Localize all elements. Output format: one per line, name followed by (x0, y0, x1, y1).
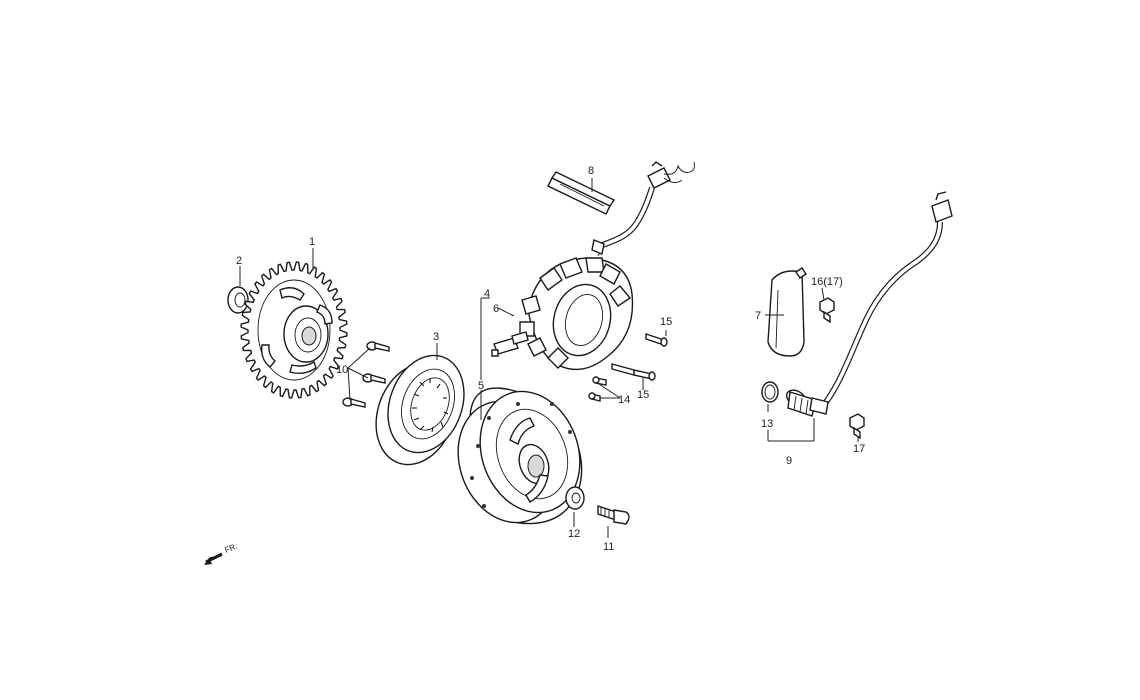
part-13-o-ring (761, 381, 779, 403)
callout-3: 3 (433, 331, 439, 343)
stator-wire-harness (591, 161, 695, 255)
part-5-flywheel (457, 387, 583, 525)
callout-labels: 1 2 3 4 5 6 7 8 9 10 11 12 13 14 15 15 1… (236, 165, 865, 553)
callout-12: 12 (568, 528, 580, 540)
callout-16: 16(17) (811, 276, 843, 288)
part-2-washer (227, 286, 249, 314)
part-11-flange-bolt (597, 505, 630, 525)
part-1-driven-gear (240, 261, 348, 399)
callout-5: 5 (478, 380, 484, 392)
part-8-grommet (547, 171, 616, 215)
callout-10: 10 (336, 364, 348, 376)
part-14-screws (588, 376, 607, 402)
callout-1: 1 (309, 236, 315, 248)
callout-13: 13 (761, 418, 773, 430)
part-15-screw-upper (645, 333, 668, 347)
callout-9: 9 (786, 455, 792, 467)
front-direction-indicator: FR. (204, 542, 239, 565)
callout-15-lower: 15 (637, 389, 649, 401)
callout-11: 11 (603, 541, 614, 553)
part-9-pulse-generator (785, 191, 953, 417)
part-12-washer (565, 486, 585, 510)
callout-17: 17 (853, 443, 865, 455)
callout-14: 14 (618, 394, 630, 406)
callout-2: 2 (236, 255, 242, 267)
callout-15-upper: 15 (660, 316, 672, 328)
part-15-screw-lower (611, 363, 656, 381)
part-7-cover (767, 267, 807, 357)
front-label: FR. (223, 542, 238, 555)
part-3-one-way-clutch (375, 354, 465, 466)
callout-4: 4 (484, 288, 490, 300)
callout-8: 8 (588, 165, 594, 177)
part-6-stator (491, 241, 634, 371)
callout-6: 6 (493, 303, 499, 315)
callout-7: 7 (755, 310, 761, 322)
part-17-bolt (849, 413, 865, 440)
part-16-bolt (819, 297, 835, 324)
leader-lines (239, 178, 859, 538)
